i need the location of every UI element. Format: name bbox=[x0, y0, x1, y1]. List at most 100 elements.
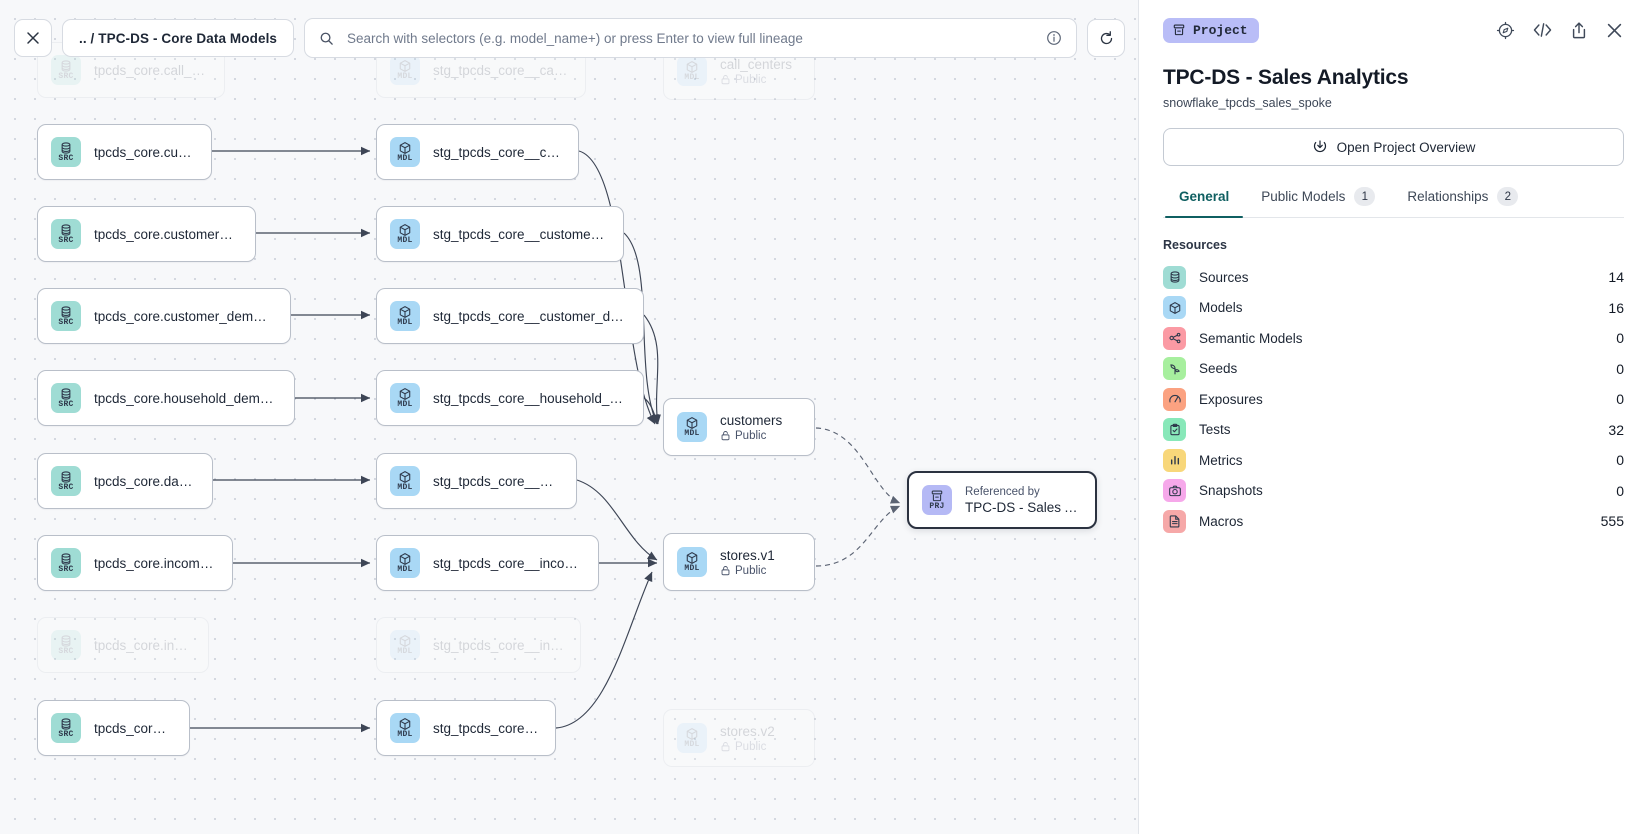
lineage-node-body: stg_tpcds_core__customer_address bbox=[433, 227, 607, 242]
lineage-canvas[interactable]: .. / TPC-DS - Core Data Models bbox=[0, 0, 1139, 834]
database-icon bbox=[1163, 265, 1186, 289]
lineage-node-body: stg_tpcds_core__store bbox=[433, 721, 539, 736]
resource-type-chip[interactable]: Project bbox=[1163, 17, 1259, 43]
lineage-node-label: tpcds_core.store bbox=[94, 720, 173, 736]
tab-label: Public Models bbox=[1261, 189, 1346, 204]
lineage-node-body: tpcds_core.customer bbox=[94, 145, 195, 160]
cube-icon: MDL bbox=[390, 383, 420, 413]
open-project-overview-button[interactable]: Open Project Overview bbox=[1163, 128, 1624, 166]
lineage-node-src-store[interactable]: SRC tpcds_core.store bbox=[37, 700, 190, 756]
info-icon[interactable] bbox=[1046, 30, 1062, 46]
close-lineage-button[interactable] bbox=[14, 19, 52, 57]
resource-name: Models bbox=[1199, 300, 1243, 316]
lineage-node-visibility: Public bbox=[720, 74, 792, 86]
resource-name: Metrics bbox=[1199, 452, 1243, 468]
close-panel-icon[interactable] bbox=[1605, 21, 1624, 40]
lineage-node-label: customers bbox=[720, 412, 783, 428]
visibility-label: Public bbox=[735, 740, 767, 753]
search-input[interactable] bbox=[345, 29, 1035, 47]
cube-icon: MDL bbox=[677, 723, 707, 753]
lineage-node-body: stg_tpcds_core__date_dim bbox=[433, 474, 560, 489]
lineage-node-src-date-dim[interactable]: SRC tpcds_core.date_dim bbox=[37, 453, 213, 509]
cube-icon: MDL bbox=[390, 137, 420, 167]
lineage-node-mdl-hh-demo[interactable]: MDL stg_tpcds_core__household_demogr… bbox=[376, 370, 644, 426]
resources-heading: Resources bbox=[1163, 238, 1227, 252]
resource-name: Exposures bbox=[1199, 391, 1263, 407]
lineage-node-label: tpcds_core.income_band bbox=[94, 555, 216, 571]
lineage-node-visibility: Public bbox=[720, 430, 782, 442]
resource-count: 555 bbox=[1600, 513, 1624, 530]
share-icon[interactable] bbox=[1570, 21, 1588, 40]
tab-public-models[interactable]: Public Models 1 bbox=[1245, 187, 1391, 217]
database-icon: SRC bbox=[51, 219, 81, 249]
tab-count: 1 bbox=[1354, 187, 1376, 206]
tab-relationships[interactable]: Relationships 2 bbox=[1391, 187, 1534, 217]
search-icon bbox=[320, 32, 333, 45]
canvas-toolbar: .. / TPC-DS - Core Data Models bbox=[0, 0, 1138, 76]
lineage-node-label: stg_tpcds_core__inventory bbox=[433, 637, 564, 653]
lineage-node-mdl-cust-demo[interactable]: MDLstg_tpcds_core__customer_demogra… bbox=[376, 288, 644, 344]
resource-count: 0 bbox=[1616, 360, 1624, 377]
cube-icon: MDL bbox=[390, 219, 420, 249]
lineage-node-mdl-customer-addr[interactable]: MDL stg_tpcds_core__customer_address bbox=[376, 206, 624, 262]
search-box[interactable] bbox=[304, 18, 1077, 58]
explore-icon[interactable] bbox=[1496, 21, 1515, 40]
database-icon: SRC bbox=[51, 713, 81, 743]
tab-count: 2 bbox=[1497, 187, 1519, 206]
database-icon: SRC bbox=[51, 466, 81, 496]
details-panel: Project bbox=[1139, 0, 1648, 834]
lineage-node-label: stg_tpcds_core__household_demogr… bbox=[433, 390, 627, 406]
panel-subtitle: snowflake_tpcds_sales_spoke bbox=[1163, 96, 1332, 110]
breadcrumb[interactable]: .. / TPC-DS - Core Data Models bbox=[62, 19, 295, 57]
lineage-node-body: tpcds_core.date_dim bbox=[94, 474, 196, 489]
close-icon bbox=[27, 32, 39, 44]
resource-count: 0 bbox=[1616, 482, 1624, 499]
resource-row-snapshots[interactable]: Snapshots 0 bbox=[1163, 476, 1624, 507]
lock-icon bbox=[720, 565, 731, 576]
visibility-label: Public bbox=[735, 429, 767, 442]
lineage-node-label: tpcds_core.customer bbox=[94, 144, 195, 160]
tab-label: Relationships bbox=[1407, 189, 1489, 204]
tab-label: General bbox=[1179, 189, 1230, 204]
cube-icon: MDL bbox=[390, 548, 420, 578]
resource-name: Macros bbox=[1199, 513, 1244, 529]
lineage-node-label: stg_tpcds_core__customer bbox=[433, 144, 562, 160]
visibility-label: Public bbox=[735, 73, 767, 86]
tab-general[interactable]: General bbox=[1163, 187, 1245, 218]
code-icon[interactable] bbox=[1532, 21, 1553, 39]
refresh-button[interactable] bbox=[1087, 19, 1125, 57]
database-icon: SRC bbox=[51, 548, 81, 578]
lineage-node-src-income-band[interactable]: SRC tpcds_core.income_band bbox=[37, 535, 233, 591]
lineage-node-label: TPC-DS - Sales Analytics bbox=[965, 499, 1079, 515]
resource-name: Snapshots bbox=[1199, 483, 1263, 499]
resource-row-macros[interactable]: Macros 555 bbox=[1163, 506, 1624, 537]
resource-name: Tests bbox=[1199, 422, 1231, 438]
lineage-node-mdl-customer[interactable]: MDL stg_tpcds_core__customer bbox=[376, 124, 579, 180]
panel-tabs: General Public Models 1 Relationships 2 bbox=[1163, 187, 1624, 218]
resource-name: Semantic Models bbox=[1199, 330, 1303, 346]
lock-icon bbox=[720, 430, 731, 441]
